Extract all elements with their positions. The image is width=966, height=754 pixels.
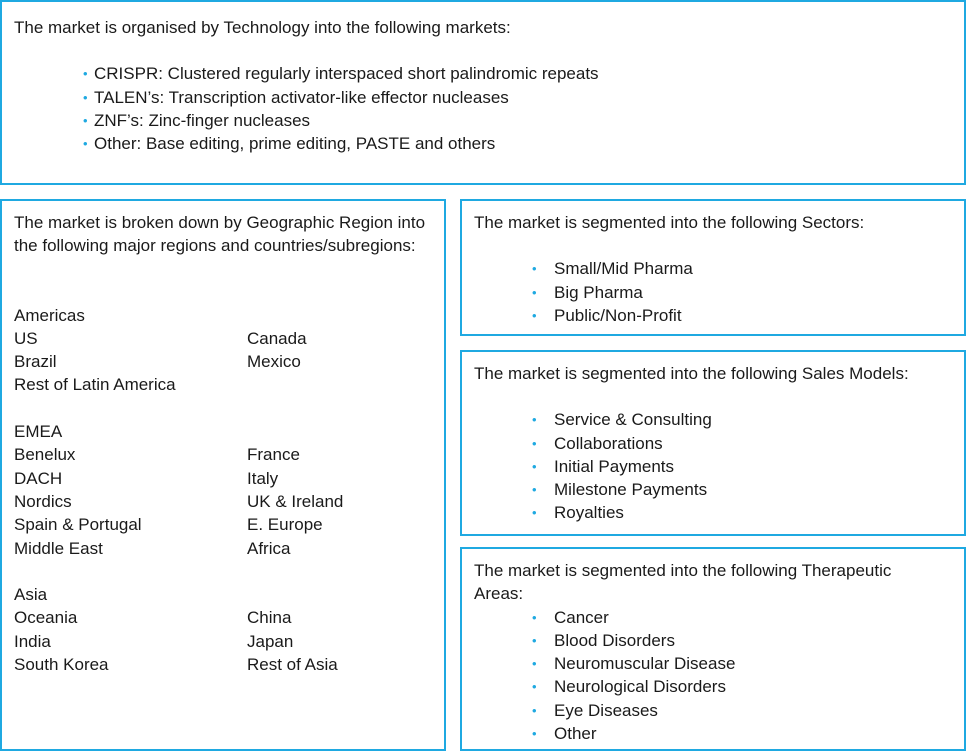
list-item: Small/Mid Pharma	[532, 257, 952, 281]
country-item: DACH	[14, 468, 63, 488]
country-item: France	[247, 445, 300, 465]
country-item: E. Europe	[247, 515, 323, 535]
country-item: Spain & Portugal	[14, 515, 142, 535]
region-group-title: EMEA	[14, 422, 63, 442]
list-item: Neurological Disorders	[532, 675, 952, 699]
list-item: Public/Non-Profit	[532, 304, 952, 328]
list-item: TALEN’s: Transcription activator-like ef…	[83, 86, 952, 110]
region-country-grid: Benelux France DACH Italy Nordics UK & I…	[14, 443, 432, 559]
region-groups: Americas US Canada Brazil Mexico Rest of…	[14, 304, 432, 677]
country-item: UK & Ireland	[247, 491, 344, 511]
list-item: Service & Consulting	[532, 408, 952, 432]
list-item: ZNF’s: Zinc-finger nucleases	[83, 109, 952, 133]
region-group-asia: Asia Oceania China India Japan South Kor…	[14, 583, 432, 676]
region-group-emea: EMEA Benelux France DACH Italy Nordics U…	[14, 420, 432, 560]
list-item: Big Pharma	[532, 281, 952, 305]
country-item: Italy	[247, 468, 279, 488]
region-country-grid: US Canada Brazil Mexico Rest of Latin Am…	[14, 327, 432, 397]
region-group-americas: Americas US Canada Brazil Mexico Rest of…	[14, 304, 432, 397]
country-item: Middle East	[14, 538, 103, 558]
sales-models-box: The market is segmented into the followi…	[460, 350, 966, 536]
sales-models-list: Service & Consulting Collaborations Init…	[474, 408, 952, 525]
sectors-heading: The market is segmented into the followi…	[474, 213, 865, 232]
region-heading: The market is broken down by Geographic …	[14, 213, 426, 256]
list-item: Milestone Payments	[532, 478, 952, 502]
country-item: Nordics	[14, 491, 72, 511]
country-item: Benelux	[14, 445, 76, 465]
list-item: Royalties	[532, 501, 952, 525]
region-box: The market is broken down by Geographic …	[0, 199, 446, 751]
country-item: India	[14, 631, 51, 651]
country-item: South Korea	[14, 655, 109, 675]
therapeutic-areas-list: Cancer Blood Disorders Neuromuscular Dis…	[474, 606, 952, 746]
list-item: Other: Base editing, prime editing, PAST…	[83, 132, 952, 156]
sectors-list: Small/Mid Pharma Big Pharma Public/Non-P…	[474, 257, 952, 327]
country-item: Africa	[247, 538, 291, 558]
region-group-title: Americas	[14, 305, 85, 325]
country-item: Brazil	[14, 352, 57, 372]
sectors-box: The market is segmented into the followi…	[460, 199, 966, 336]
list-item: Collaborations	[532, 432, 952, 456]
country-item: Rest of Latin America	[14, 375, 176, 395]
country-item: Canada	[247, 328, 307, 348]
country-item: Rest of Asia	[247, 655, 338, 675]
region-country-grid: Oceania China India Japan South Korea Re…	[14, 606, 432, 676]
list-item: Other	[532, 722, 952, 746]
therapeutic-areas-heading: The market is segmented into the followi…	[474, 561, 892, 604]
country-item: China	[247, 608, 292, 628]
country-item: US	[14, 328, 38, 348]
technology-heading: The market is organised by Technology in…	[14, 18, 511, 37]
list-item: Neuromuscular Disease	[532, 652, 952, 676]
list-item: Blood Disorders	[532, 629, 952, 653]
list-item: Cancer	[532, 606, 952, 630]
country-item	[247, 373, 427, 396]
therapeutic-areas-box: The market is segmented into the followi…	[460, 547, 966, 751]
technology-list: CRISPR: Clustered regularly interspaced …	[14, 62, 952, 155]
sales-models-heading: The market is segmented into the followi…	[474, 364, 909, 383]
list-item: Eye Diseases	[532, 699, 952, 723]
country-item: Oceania	[14, 608, 78, 628]
country-item: Mexico	[247, 352, 301, 372]
country-item: Japan	[247, 631, 294, 651]
region-group-title: Asia	[14, 585, 48, 605]
list-item: Initial Payments	[532, 455, 952, 479]
list-item: CRISPR: Clustered regularly interspaced …	[83, 62, 952, 86]
technology-box: The market is organised by Technology in…	[0, 0, 966, 185]
